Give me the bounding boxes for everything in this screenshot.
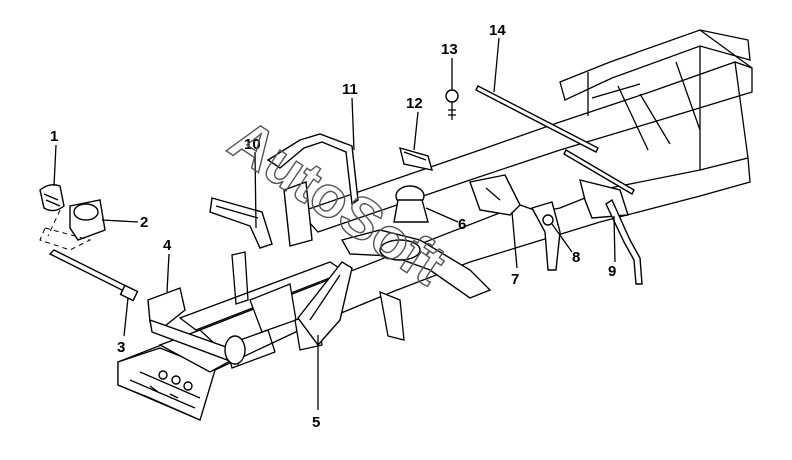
part-bracket-10	[209, 197, 273, 249]
part-long-rod-14	[475, 85, 635, 195]
part-bracket-2	[69, 199, 106, 241]
part-brake-pipe-9	[579, 179, 643, 285]
part-hanger-12	[399, 146, 433, 171]
part-bushing-1	[39, 183, 65, 212]
callout-10: 10	[244, 136, 261, 153]
callout-5: 5	[312, 414, 320, 431]
callout-7: 7	[511, 271, 519, 288]
callout-labels: 1 2 3 4 5 6 7 8 9 10 11 12 13 14	[50, 22, 616, 431]
callout-8: 8	[572, 249, 580, 266]
part-bolt-13	[445, 89, 459, 120]
callout-9: 9	[608, 263, 616, 280]
part-bracket-7	[469, 174, 521, 216]
assembly-guide-lines	[39, 209, 92, 251]
callout-13: 13	[441, 41, 458, 58]
part-stabilizer-rod-3	[48, 249, 139, 302]
callout-14: 14	[489, 22, 506, 39]
part-exhaust-pipe-11	[266, 133, 359, 247]
part-suspension-arm-5	[297, 261, 353, 347]
callout-leader-lines	[53, 37, 616, 410]
callout-1: 1	[50, 128, 58, 145]
part-pipe-assembly	[340, 229, 492, 299]
callout-3: 3	[117, 339, 125, 356]
callout-4: 4	[163, 237, 172, 254]
callout-6: 6	[458, 216, 466, 233]
callout-2: 2	[140, 214, 148, 231]
chassis-frame	[117, 29, 753, 421]
part-stabilizer-link-4	[147, 287, 246, 365]
part-engine-mount-6	[393, 185, 429, 223]
part-bracket-8	[530, 201, 561, 271]
callout-12: 12	[406, 95, 423, 112]
callout-11: 11	[342, 81, 358, 98]
